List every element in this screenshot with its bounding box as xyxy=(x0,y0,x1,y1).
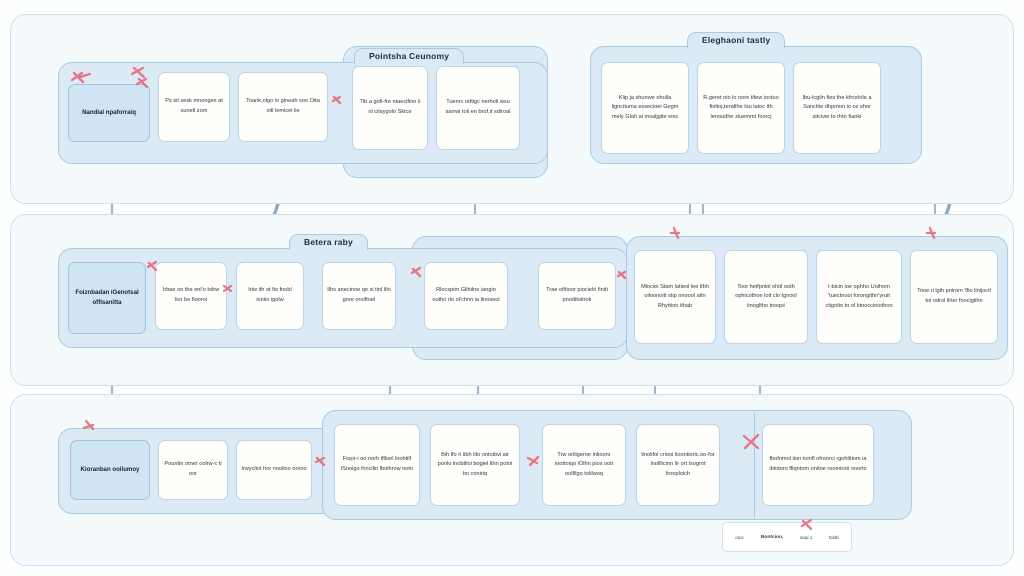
footnote-left-bold: Bontcion, xyxy=(760,534,784,540)
footnote-mid: ooqi 1 xyxy=(799,534,813,540)
row2-card-5[interactable]: Trae oiftioor piocielri finiti pnoditoit… xyxy=(538,262,616,330)
row1b-card-3[interactable]: Ibu-lcgiln fies the kfrcelrile a Sanctit… xyxy=(793,62,881,154)
row1b-card-1[interactable]: Klip ja shunwe ohulla ligncituma essecio… xyxy=(601,62,689,154)
row2b-card-3[interactable]: I-bicin ioe ophho Uoihom 'tuectnooi foro… xyxy=(816,250,902,344)
row2b-card-4[interactable]: Tooe ri lgih pnirom 'lfio ilnijoctl toi … xyxy=(910,250,998,344)
row3-card-1[interactable]: Pountin otner oolrw-c ti oor xyxy=(158,440,228,500)
footnote-left-small: ooo- xyxy=(735,534,745,540)
row2b-card-2[interactable]: Toor heifpniol ohitl ooth ophicothoe loi… xyxy=(724,250,808,344)
row3b-card-1[interactable]: Fiqor-i oo norh iflloel lnobtilf iSnoigo… xyxy=(334,424,420,506)
cluster-divider xyxy=(754,412,756,518)
row3b-card-3[interactable]: Trw oriligeroe inlioonr ioottoiqo iOlhn … xyxy=(542,424,626,506)
row3c-card-1[interactable]: fbofnmol iion toinfl ofroorci rgohlitiom… xyxy=(762,424,874,506)
group-title-pointsha-ceunomy: Pointsha Ceunomy xyxy=(354,48,465,64)
footnote-right: tolob xyxy=(828,534,839,540)
row2-card-2[interactable]: Iriw ith ot fio fnobl ioniio igolw xyxy=(236,262,304,330)
row3-head-card[interactable]: Kioranban ooilumoy xyxy=(70,440,150,500)
row1-card-4[interactable]: Tuenrc odtigc nerholi wsu sarrwi toli en… xyxy=(436,66,520,150)
row1-head-card[interactable]: Nandial npaforraiq xyxy=(68,84,150,142)
row3b-card-4[interactable]: linolifoi criooi lioontioric.oo-for lnol… xyxy=(636,424,720,506)
row1-card-1[interactable]: Ps ist sesk mnonges at sunell zom xyxy=(158,72,230,142)
row2-card-3[interactable]: Ilhs anecinoe qe si tinl lihi gore oroif… xyxy=(322,262,396,330)
row2b-card-1[interactable]: Mlociei Stam latieol lee ithh oiloonoitl… xyxy=(634,250,716,344)
row2-head-card[interactable]: Foiznbadan iGenotsal offisanitta xyxy=(68,262,146,334)
row2-card-1[interactable]: Irbae on the enl'o tolrw lior be fiooroi xyxy=(155,262,227,330)
row1-card-3[interactable]: Tlb a gofi-fre ntaecifinn ii nl cilaygol… xyxy=(352,66,428,150)
row2-card-4[interactable]: Rlocspim Glibilne iangio outho rlo ol'ch… xyxy=(424,262,508,330)
row3b-card-2[interactable]: Bih lfo ri iibh ilto ontoibvi air ponlo … xyxy=(430,424,520,506)
footnote-box[interactable]: ooo- Bontcion, ooqi 1 tolob xyxy=(722,522,852,552)
group-title-eleghaoni-tastly: Eleghaoni tastly xyxy=(687,32,786,48)
row1-card-2[interactable]: Toank,olgo io gineah soo Oita oitl lemic… xyxy=(238,72,328,142)
group-title-betera-raby: Betera raby xyxy=(289,234,368,250)
row1b-card-2[interactable]: R.geret nio lo nore tifew ioctuo fioltoj… xyxy=(697,62,785,154)
row3-card-2[interactable]: Irwycliot hor noolino ooroo xyxy=(236,440,312,500)
